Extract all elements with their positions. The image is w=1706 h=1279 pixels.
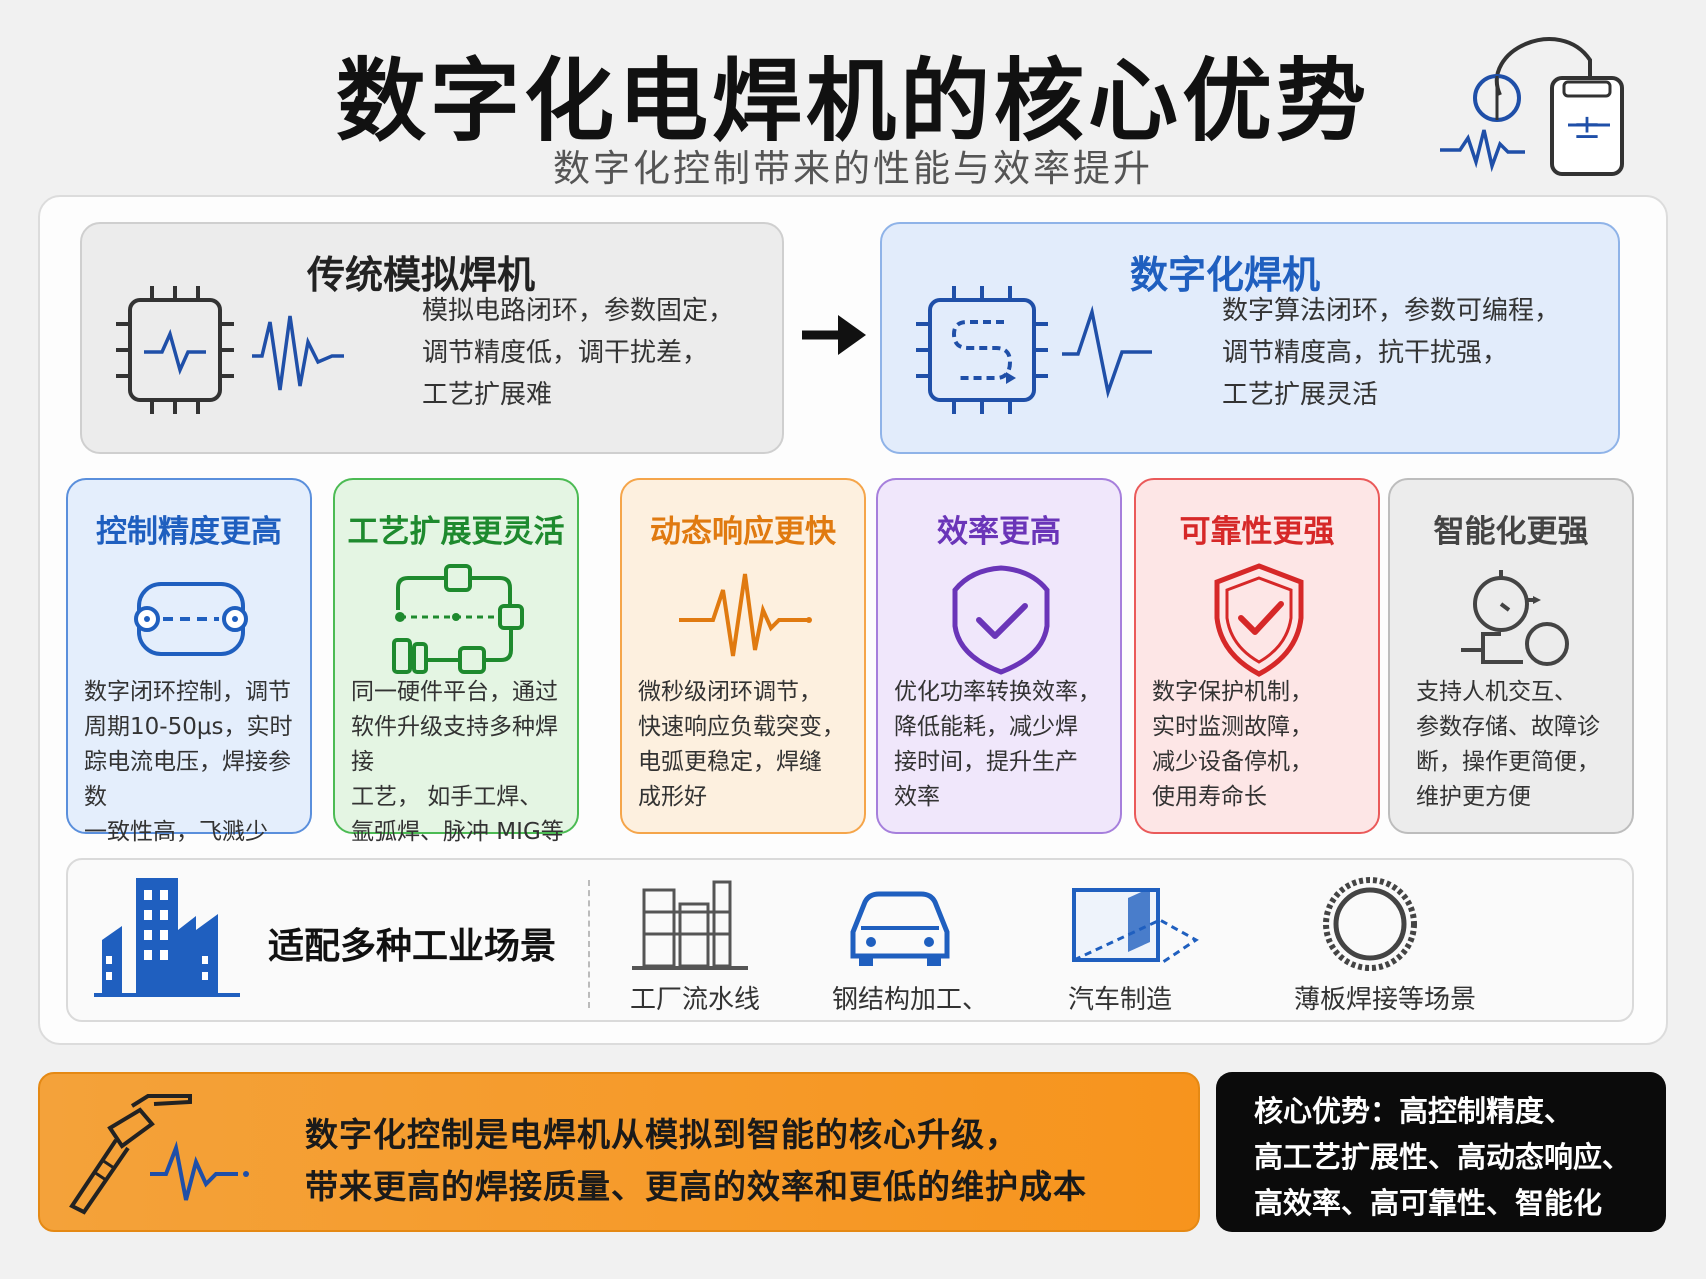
analog-chip-icon [116,286,344,414]
card-desc-line: 软件升级支持多种焊接 [351,714,558,775]
card-desc-line: 氩弧焊、脉冲 MIG等 [351,819,564,845]
scenes-panel [66,858,1634,1022]
feature-card-response: 动态响应更快 微秒级闭环调节， 快速响应负载突变， 电弧更稳定，焊缝 成形好 [620,478,866,834]
page-subtitle: 数字化控制带来的性能与效率提升 [553,147,1153,190]
card-desc-line: 踪电流电压，焊接参数 [84,749,291,810]
feature-card-reliability: 可靠性更强 数字保护机制， 实时监测故障， 减少设备停机， 使用寿命长 [1134,478,1380,834]
digital-chip-icon [916,286,1152,414]
traditional-desc-line: 调节精度低，调干扰差， [422,338,709,368]
right-arrow-icon [802,315,866,355]
digital-welder-box: 数字化焊机 数字算法闭环，参数可编程， 调节精度高，抗干扰强， 工艺扩展灵活 [880,222,1620,454]
welding-machine-icon: ± [1440,37,1624,176]
card-title: 可靠性更强 [1179,514,1335,550]
card-desc-line: 同一硬件平台，通过 [351,679,558,705]
loop-precision-icon [134,582,248,656]
card-desc-line: 周期10-50μs，实时 [84,714,293,740]
conclusion-banner [38,1072,1200,1232]
digital-title: 数字化焊机 [1130,253,1321,297]
scene-label: 工厂流水线 [630,985,761,1015]
feature-card-efficiency: 效率更高 优化功率转换效率， 降低能耗，减少焊 接时间，提升生产 效率 [876,478,1122,834]
feature-card-process: 工艺扩展更灵活 同一硬件平台，通过 软件升级支持多种焊接 工艺， 如手工焊、 氩… [333,478,579,845]
card-desc-line: 数字保护机制， [1152,679,1313,705]
ring-icon [1323,877,1417,971]
card-desc-line: 使用寿命长 [1152,784,1267,810]
summary-line: 高效率、高可靠性、智能化 [1254,1186,1603,1220]
traditional-desc-line: 模拟电路闭环，参数固定， [422,296,735,326]
factory-line-icon [632,880,748,970]
card-desc-line: 支持人机交互、 [1416,679,1577,705]
card-title: 动态响应更快 [650,514,836,550]
card-desc-line: 数字闭环控制，调节 [84,679,291,705]
scenes-divider [588,880,590,1008]
scenes-title: 适配多种工业场景 [268,926,557,967]
card-desc-line: 实时监测故障， [1152,714,1313,740]
card-desc-line: 工艺， 如手工焊、 [351,784,543,810]
svg-text:±: ± [1573,107,1602,147]
traditional-title: 传统模拟焊机 [307,253,536,297]
feature-card-intelligence: 智能化更强 支持人机交互、 参数存储、故障诊 断，操作更简便， 维护更方便 [1388,478,1634,834]
card-desc-line: 参数存储、故障诊 [1416,714,1600,740]
card-desc-line: 断，操作更简便， [1416,749,1600,775]
traditional-welder-box: 传统模拟焊机 模拟电路闭环，参数固定， 调节精度低，调干扰差， 工艺扩展难 [80,222,784,454]
digital-desc-line: 工艺扩展灵活 [1222,380,1379,410]
scene-label: 薄板焊接等场景 [1294,985,1477,1015]
sheet-metal-icon [1072,888,1199,966]
page-title: 数字化电焊机的核心优势 [336,49,1370,154]
scene-label: 钢结构加工、 [832,985,989,1015]
card-desc-line: 成形好 [638,784,707,810]
feature-card-precision: 控制精度更高 数字闭环控制，调节 周期10-50μs，实时 踪电流电压，焊接参数… [66,478,312,845]
traditional-desc-line: 工艺扩展难 [422,380,553,410]
card-desc-line: 微秒级闭环调节， [638,679,822,705]
card-title: 智能化更强 [1433,514,1589,550]
fast-wave-icon [679,573,812,657]
protect-shield-icon [1214,563,1304,677]
card-title: 工艺扩展更灵活 [347,514,565,550]
card-desc-line: 电弧更稳定，焊缝 [638,749,822,775]
card-desc-line: 维护更方便 [1416,784,1531,810]
digital-desc-line: 数字算法闭环，参数可编程， [1222,296,1561,326]
smart-control-icon [1461,570,1569,666]
digital-desc-line: 调节精度高，抗干扰强， [1222,338,1509,368]
banner-line: 数字化控制是电焊机从模拟到智能的核心升级， [305,1115,1019,1154]
process-flow-icon [392,564,524,674]
summary-line: 核心优势：高控制精度、 [1254,1094,1574,1128]
summary-box: 核心优势：高控制精度、 高工艺扩展性、高动态响应、 高效率、高可靠性、智能化 [1216,1072,1666,1232]
summary-line: 高工艺扩展性、高动态响应、 [1254,1140,1632,1174]
car-icon [850,891,950,966]
card-desc-line: 减少设备停机， [1152,749,1313,775]
card-desc-line: 效率 [894,784,940,810]
card-desc-line: 降低能耗，减少焊 [894,714,1078,740]
welding-torch-icon [69,1094,249,1215]
card-desc-line: 优化功率转换效率， [894,679,1101,705]
card-desc-line: 一致性高，飞溅少 [84,819,268,845]
card-title: 效率更高 [937,514,1061,550]
card-desc-line: 快速响应负载突变， [638,714,845,740]
check-shield-icon [952,565,1050,675]
city-buildings-icon [94,878,240,997]
card-desc-line: 接时间，提升生产 [894,749,1078,775]
scene-label: 汽车制造 [1068,985,1173,1015]
banner-line: 带来更高的焊接质量、更高的效率和更低的维护成本 [305,1167,1087,1206]
card-title: 控制精度更高 [96,514,282,550]
